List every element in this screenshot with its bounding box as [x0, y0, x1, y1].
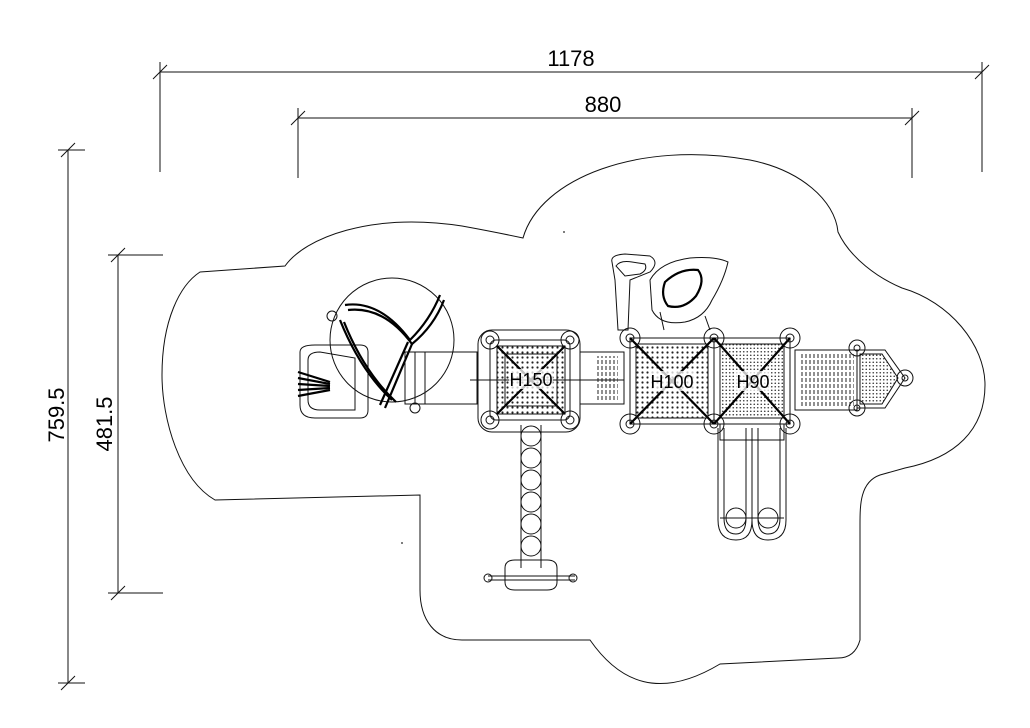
dimension-overall-width-label: 1178	[547, 46, 594, 71]
deck-h100: H100	[619, 327, 725, 435]
deck-h150: H150	[470, 329, 590, 433]
dimension-structure-width-label: 880	[585, 92, 622, 117]
dimension-structure-width: 880	[290, 92, 920, 178]
deck-h90: H90	[713, 327, 801, 435]
access-ramp	[794, 339, 914, 417]
safety-zone-outline	[161, 154, 986, 685]
dimension-structure-depth-label: 481.5	[92, 396, 117, 451]
decorative-roof-panels	[611, 253, 729, 331]
deck-h150-label: H150	[509, 370, 552, 390]
dimension-overall-depth: 759.5	[44, 142, 85, 691]
dimension-overall-depth-label: 759.5	[44, 387, 69, 442]
double-slide	[717, 423, 787, 541]
climbing-ladder	[483, 425, 578, 591]
marker-dot	[563, 231, 565, 233]
dimension-structure-depth: 481.5	[92, 247, 163, 601]
marker-dot	[401, 542, 403, 544]
dimension-overall-width: 1178	[152, 46, 990, 172]
deck-h100-label: H100	[650, 372, 693, 392]
tube-slide	[297, 277, 478, 419]
deck-h90-label: H90	[736, 372, 769, 392]
bridge-1	[579, 351, 625, 405]
